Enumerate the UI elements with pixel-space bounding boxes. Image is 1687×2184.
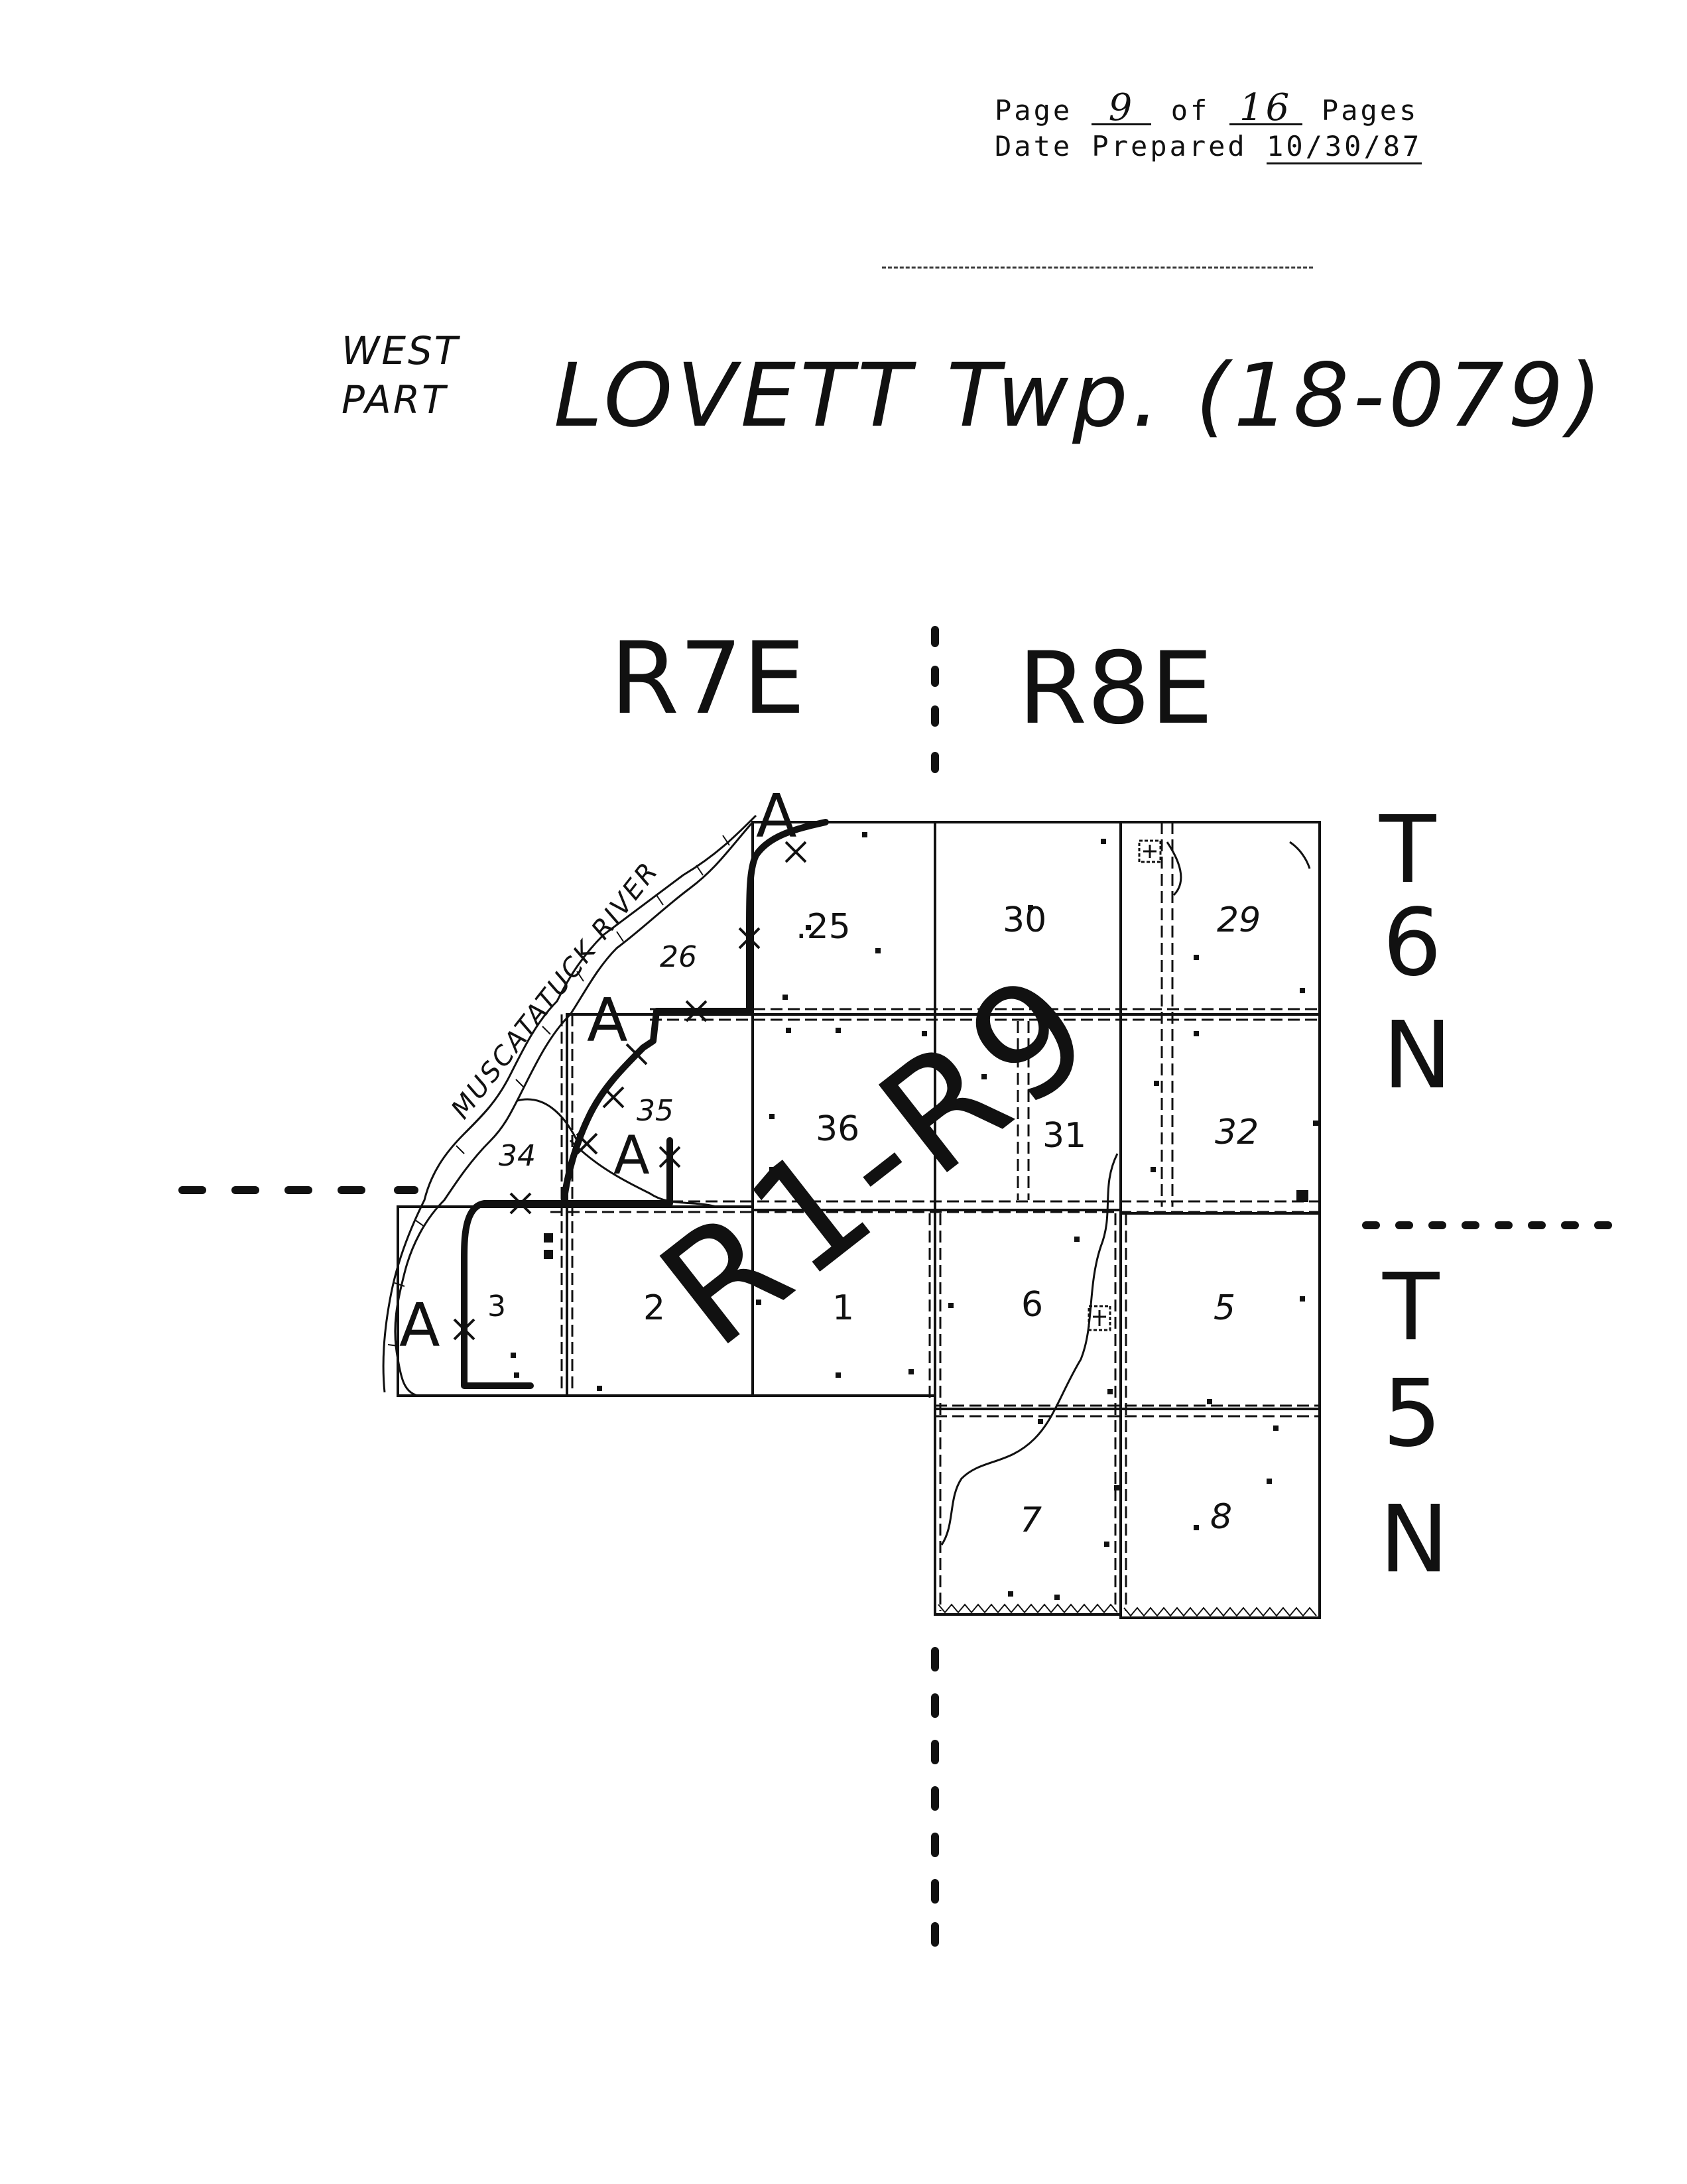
- section-31: 31: [1042, 1116, 1086, 1156]
- range-east-label: R8E: [1018, 631, 1213, 747]
- section-26: 26: [660, 940, 697, 974]
- page-number: 9: [1092, 90, 1152, 127]
- section-34: 34: [499, 1139, 536, 1173]
- x-marks: [453, 841, 807, 1341]
- page-counter: Page 9 of 16 Pages: [995, 90, 1419, 127]
- part-line-1: WEST: [342, 328, 460, 373]
- township-north-t: T: [1379, 796, 1436, 904]
- date-value: 10/30/87: [1267, 130, 1422, 164]
- streams: [517, 841, 1311, 1546]
- river-label: MUSCATATUCK RIVER: [446, 856, 665, 1124]
- marker-a-mid: A: [587, 986, 628, 1056]
- township-north-num: 6: [1383, 889, 1442, 997]
- range-west-label: R7E: [610, 621, 805, 737]
- date-label: Date Prepared: [995, 130, 1247, 162]
- marker-a-north: A: [756, 782, 797, 851]
- section-29: 29: [1217, 900, 1261, 940]
- section-32: 32: [1215, 1113, 1259, 1152]
- of-label: of: [1170, 94, 1210, 127]
- section-30: 30: [1003, 900, 1046, 940]
- township-north-n: N: [1383, 1002, 1452, 1110]
- map-title: LOVETT Twp. (18-079): [554, 345, 1606, 447]
- township-south-n: N: [1379, 1486, 1449, 1594]
- river-bank: [382, 814, 757, 1397]
- section-35: 35: [637, 1094, 674, 1128]
- township-south-num: 5: [1383, 1360, 1442, 1468]
- section-8: 8: [1210, 1497, 1232, 1537]
- date-prepared: Date Prepared 10/30/87: [995, 130, 1422, 164]
- marker-a-west: A: [399, 1291, 440, 1361]
- road-lines: [550, 822, 1320, 1611]
- south-boundary-hatch: [934, 1409, 1320, 1618]
- section-5: 5: [1214, 1288, 1235, 1328]
- section-3: 3: [487, 1290, 506, 1323]
- building-dots: [511, 832, 1318, 1600]
- header-rule: [882, 267, 1313, 269]
- section-7: 7: [1020, 1500, 1042, 1540]
- section-36: 36: [816, 1109, 859, 1149]
- page-label: Page: [995, 94, 1073, 127]
- church-symbol: [1088, 839, 1162, 1331]
- part-line-2: PART: [342, 377, 448, 422]
- section-numbers: .25 26 30 29 36 35 34 31 32 3 2 1 6 5 7 …: [487, 900, 1261, 1540]
- section-6: 6: [1021, 1285, 1043, 1325]
- section-1: 1: [832, 1288, 854, 1328]
- township-south-t: T: [1382, 1254, 1440, 1362]
- river-bank-hatch: [387, 835, 730, 1347]
- section-2: 2: [643, 1288, 665, 1328]
- marker-a-inner: A: [613, 1124, 650, 1186]
- page-total: 16: [1229, 90, 1302, 127]
- township-divider: [178, 1186, 1612, 1229]
- section-25: .25: [796, 907, 851, 947]
- part-label: WEST PART: [342, 326, 460, 424]
- pages-label: Pages: [1321, 94, 1419, 127]
